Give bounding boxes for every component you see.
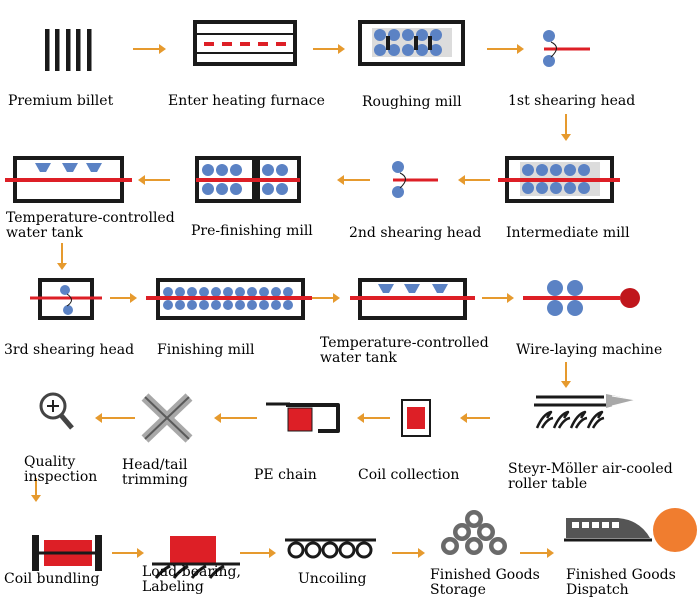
flow-arrow xyxy=(313,44,345,54)
label-uncoiling: Uncoiling xyxy=(298,571,367,587)
pe-chain-icon xyxy=(266,402,340,433)
billet-icon xyxy=(45,29,92,71)
flow-arrow xyxy=(561,362,571,388)
label-heating-furnace: Enter heating furnace xyxy=(168,93,325,109)
coil-collection-icon xyxy=(401,399,431,437)
furnace-icon xyxy=(193,20,297,66)
roughing-mill-icon xyxy=(358,20,465,66)
label-coil-collection: Coil collection xyxy=(358,467,460,483)
label-load-bearing-labeling: Load-bearing, Labeling xyxy=(142,564,241,595)
magnifier-icon xyxy=(39,392,74,430)
label-pe-chain: PE chain xyxy=(254,467,317,483)
label-roller-table: Steyr-Möller air-cooled roller table xyxy=(508,461,673,492)
uncoiling-icon xyxy=(285,538,376,559)
label-roughing-mill: Roughing mill xyxy=(362,94,462,110)
label-water-tank-2: Temperature-controlled water tank xyxy=(320,335,489,366)
label-wire-laying-machine: Wire-laying machine xyxy=(516,342,663,358)
flow-arrow xyxy=(138,175,170,185)
flow-arrow xyxy=(57,243,67,270)
flow-arrow xyxy=(133,44,166,54)
flow-arrow xyxy=(561,114,571,141)
flow-arrow xyxy=(240,548,276,558)
flow-arrow xyxy=(458,175,490,185)
label-water-tank-1: Temperature-controlled water tank xyxy=(6,210,175,241)
flow-arrow xyxy=(31,478,41,502)
flow-arrow xyxy=(112,548,144,558)
flow-arrow xyxy=(110,293,137,303)
labeling-icon xyxy=(152,536,240,579)
label-coil-bundling: Coil bundling xyxy=(4,571,100,587)
label-shearing-head-3: 3rd shearing head xyxy=(4,342,135,358)
flow-arrow xyxy=(357,413,390,423)
water-tank-icon xyxy=(5,156,132,203)
flow-arrow xyxy=(337,175,370,185)
shearing-head-icon xyxy=(543,30,590,67)
flow-arrow xyxy=(487,44,524,54)
label-pre-finishing-mill: Pre-finishing mill xyxy=(191,223,313,239)
pre-finishing-mill-icon xyxy=(195,156,301,203)
stacked-coils-icon xyxy=(441,510,507,555)
label-shearing-head-2: 2nd shearing head xyxy=(349,225,482,241)
label-quality-inspection: Quality inspection xyxy=(24,454,98,485)
cross-icon xyxy=(141,393,193,443)
bundling-icon xyxy=(32,535,102,571)
shearing-head-icon xyxy=(392,161,438,198)
water-tank-icon xyxy=(350,278,475,320)
flow-arrow xyxy=(460,413,490,423)
wire-laying-icon xyxy=(523,280,640,316)
label-shearing-head-1: 1st shearing head xyxy=(508,93,636,109)
flow-arrow xyxy=(95,413,135,423)
label-head-tail-trimming: Head/tail trimming xyxy=(122,457,188,488)
label-finished-goods-storage: Finished Goods Storage xyxy=(430,567,540,598)
label-finished-goods-dispatch: Finished Goods Dispatch xyxy=(566,567,676,598)
label-intermediate-mill: Intermediate mill xyxy=(506,225,630,241)
flow-arrow xyxy=(214,413,257,423)
label-finishing-mill: Finishing mill xyxy=(157,342,255,358)
shearing-head-box-icon xyxy=(30,278,102,320)
flow-arrow xyxy=(482,293,514,303)
roller-table-icon xyxy=(534,394,637,429)
label-premium-billet: Premium billet xyxy=(8,93,114,109)
finishing-mill-icon xyxy=(146,278,312,320)
flow-arrow xyxy=(520,548,554,558)
flow-arrow xyxy=(392,548,425,558)
intermediate-mill-icon xyxy=(498,156,620,203)
train-icon xyxy=(564,508,697,552)
